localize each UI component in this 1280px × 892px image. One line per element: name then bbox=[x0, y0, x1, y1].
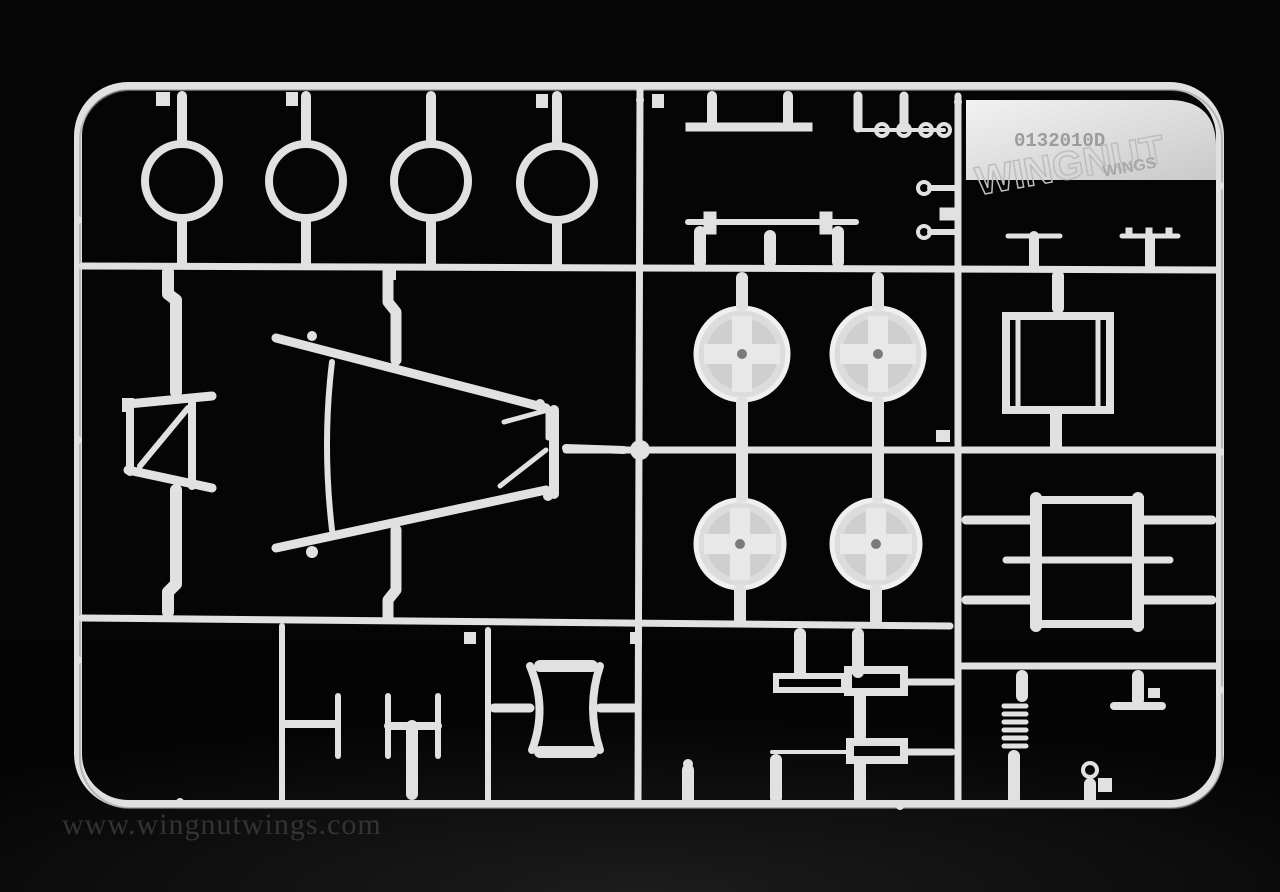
small-parts-right-top bbox=[1005, 227, 1181, 271]
wheel-4 bbox=[829, 497, 923, 591]
sprue-frame bbox=[74, 82, 1224, 809]
wheel-3 bbox=[693, 497, 787, 591]
frame-nubs bbox=[74, 92, 1224, 810]
part-number: 0132010D bbox=[1014, 130, 1105, 152]
bottom-parts bbox=[282, 628, 1166, 806]
right-frame-parts bbox=[961, 270, 1217, 632]
chassis-nubs bbox=[306, 331, 650, 558]
wheel-2 bbox=[829, 305, 927, 403]
bottom-nubs bbox=[683, 688, 1160, 792]
wheel-gates bbox=[734, 272, 884, 626]
chassis-parts bbox=[122, 266, 628, 624]
wheel-1 bbox=[693, 305, 791, 403]
small-parts-top bbox=[685, 91, 959, 268]
watermark-text: www.wingnutwings.com bbox=[62, 808, 382, 841]
wheel-parts bbox=[693, 305, 927, 591]
ring-gates bbox=[177, 91, 562, 271]
